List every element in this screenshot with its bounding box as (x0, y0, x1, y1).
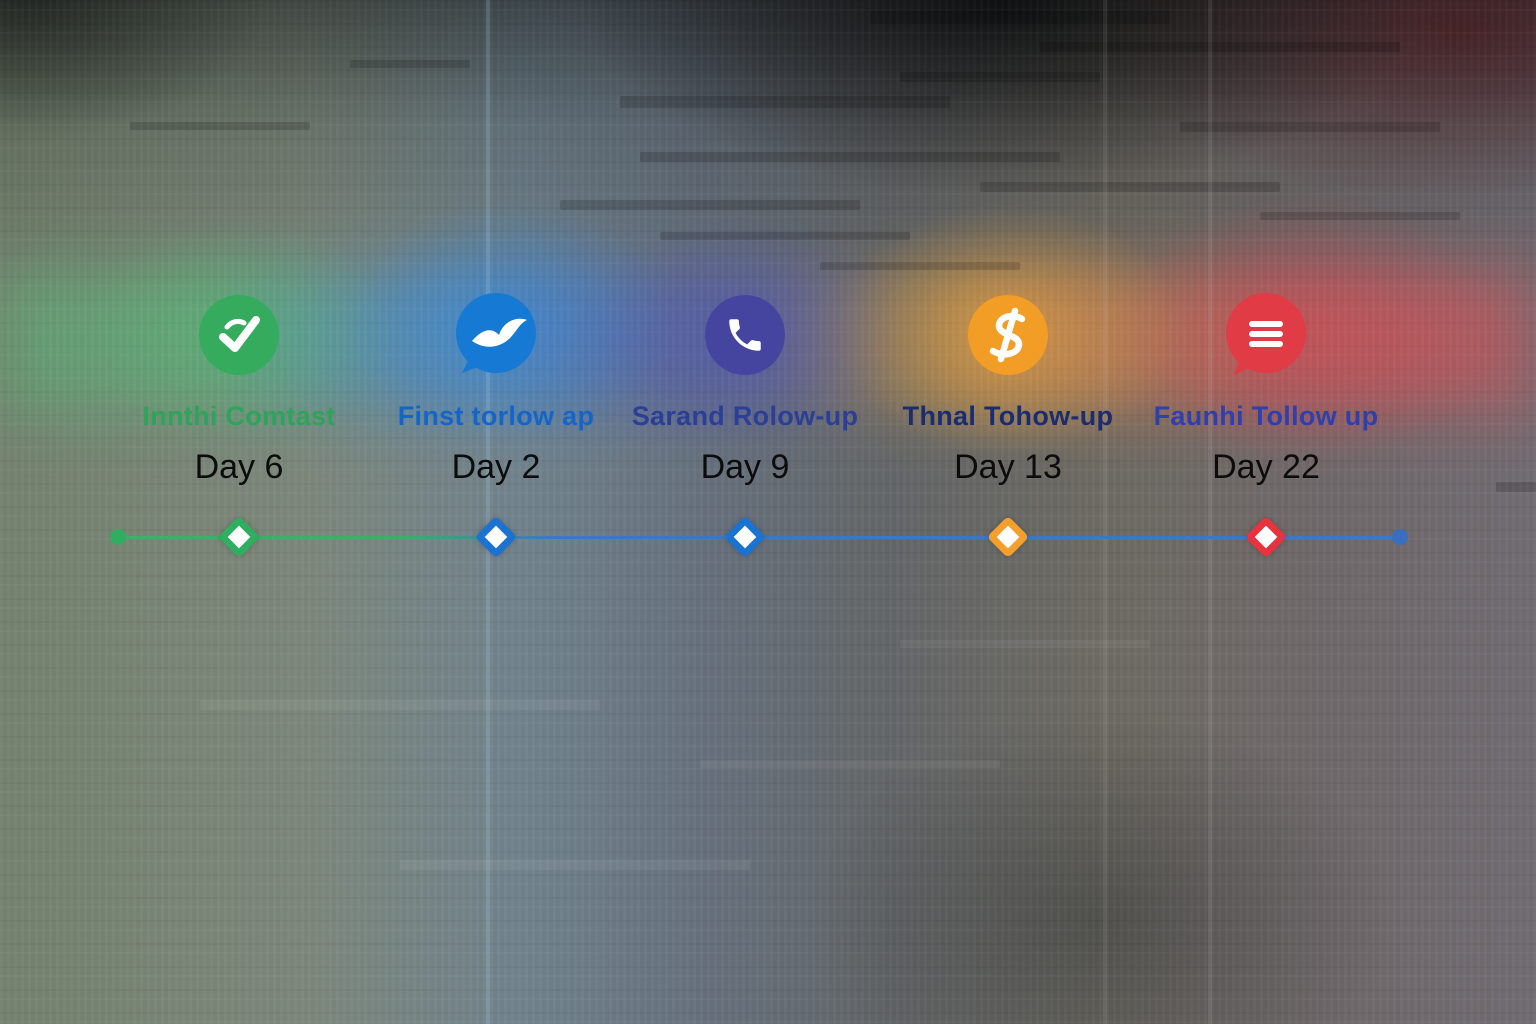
bird-check-icon (197, 293, 281, 377)
background-streak (130, 122, 310, 130)
background-streak (640, 152, 1060, 162)
milestone-5: Faunhi Tollow up Day 22 (1106, 293, 1426, 487)
chat-bubble-lines-icon (1224, 293, 1308, 377)
timeline-end-dot (1392, 529, 1408, 545)
background-streak (900, 72, 1100, 82)
background-streak (1040, 42, 1400, 52)
background-streak (1180, 122, 1440, 132)
phone-icon (703, 293, 787, 377)
background-streak (820, 262, 1020, 270)
background-streak (700, 760, 1000, 768)
background-streak (560, 200, 860, 210)
milestone-day: Day 22 (1212, 448, 1320, 486)
background-streak (1260, 212, 1460, 220)
background-streak (620, 96, 950, 108)
background-streak (350, 60, 470, 68)
milestone-label: Faunhi Tollow up (1153, 401, 1379, 431)
milestone-day: Day 2 (451, 448, 541, 486)
background-streak (1496, 482, 1536, 492)
background-streak (400, 860, 750, 870)
background-streak (200, 700, 600, 710)
timeline-start-dot (110, 529, 126, 545)
background-streak (980, 182, 1280, 192)
milestone-day: Day 9 (700, 448, 790, 486)
background-streak (900, 640, 1150, 648)
milestone-day: Day 13 (954, 448, 1062, 486)
background-streak (870, 10, 1170, 24)
bird-bubble-icon (454, 293, 538, 377)
milestone-day: Day 6 (194, 448, 284, 486)
dollar-swirl-icon (966, 293, 1050, 377)
background-streak (660, 232, 910, 240)
